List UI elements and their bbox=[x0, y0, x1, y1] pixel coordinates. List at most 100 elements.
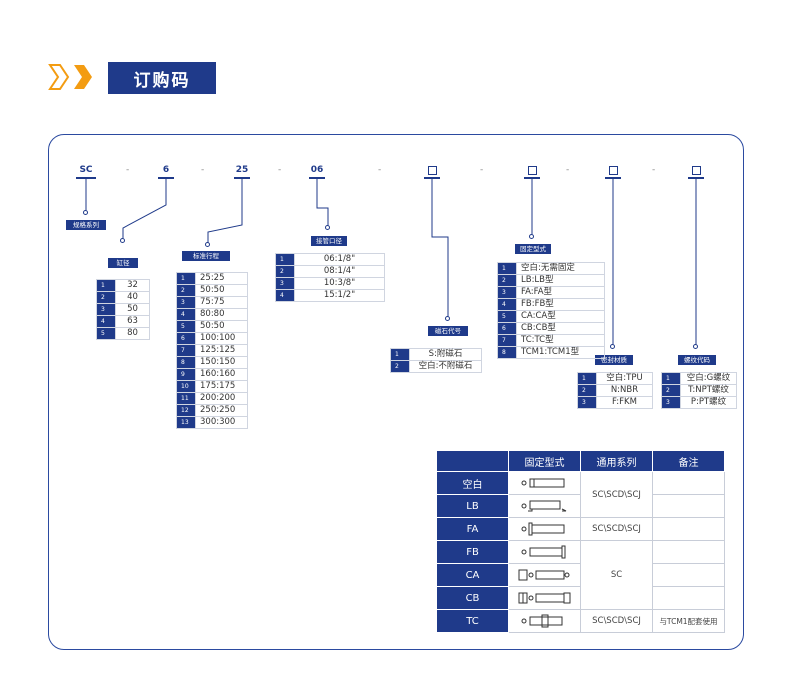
code-placeholder-magnet bbox=[428, 166, 437, 175]
option-number: 2 bbox=[275, 265, 295, 278]
option-number: 3 bbox=[275, 277, 295, 290]
option-number: 11 bbox=[176, 392, 196, 405]
note-cell bbox=[652, 494, 725, 518]
option-number: 1 bbox=[96, 279, 116, 292]
note-cell: 与TCM1配套使用 bbox=[652, 609, 725, 633]
option-value: 160:160 bbox=[195, 368, 248, 381]
table-row: FB SC bbox=[436, 540, 725, 610]
table-row: FA SC\SCD\SCJ bbox=[436, 517, 725, 541]
mount-diagram bbox=[508, 563, 581, 587]
option-value: 空白:不附磁石 bbox=[409, 360, 482, 373]
option-value: 50 bbox=[115, 303, 150, 316]
option-value: 80 bbox=[115, 327, 150, 340]
option-number: 3 bbox=[577, 396, 597, 409]
option-value: CB:CB型 bbox=[516, 322, 605, 335]
option-value: 150:150 bbox=[195, 356, 248, 369]
chevron-right-icon bbox=[48, 64, 70, 90]
option-number: 5 bbox=[497, 310, 517, 323]
code-separator: - bbox=[566, 165, 570, 175]
note-cell bbox=[652, 586, 725, 610]
option-value: 80:80 bbox=[195, 308, 248, 321]
code-separator: - bbox=[126, 165, 130, 175]
option-number: 1 bbox=[390, 348, 410, 361]
mount-label: FB bbox=[436, 540, 509, 564]
option-value: 40 bbox=[115, 291, 150, 304]
series-cell: SC\SCD\SCJ bbox=[580, 517, 653, 541]
note-cell bbox=[652, 471, 725, 495]
mount-label: 空白 bbox=[436, 471, 509, 495]
option-number: 1 bbox=[275, 253, 295, 266]
header-blank bbox=[436, 450, 509, 472]
mount-label: CA bbox=[436, 563, 509, 587]
option-value: 63 bbox=[115, 315, 150, 328]
code-port: 06 bbox=[310, 165, 324, 175]
code-separator: - bbox=[378, 165, 382, 175]
option-value: TC:TC型 bbox=[516, 334, 605, 347]
option-value: 200:200 bbox=[195, 392, 248, 405]
option-value: FB:FB型 bbox=[516, 298, 605, 311]
option-value: 08:1/4" bbox=[294, 265, 385, 278]
code-separator: - bbox=[652, 165, 656, 175]
option-number: 2 bbox=[661, 384, 681, 397]
label-thread: 螺纹代码 bbox=[678, 355, 716, 365]
option-number: 1 bbox=[176, 272, 196, 285]
option-value: F:FKM bbox=[596, 396, 653, 409]
table-row: 空白 SC\SCD\SCJ bbox=[436, 471, 725, 518]
table-row: CB bbox=[436, 586, 725, 610]
code-separator: - bbox=[480, 165, 484, 175]
note-cell bbox=[652, 563, 725, 587]
table-row: CA bbox=[436, 563, 725, 587]
mount-diagram bbox=[508, 471, 581, 495]
label-port: 接管口径 bbox=[311, 236, 347, 246]
option-value: LB:LB型 bbox=[516, 274, 605, 287]
table-row: TC SC\SCD\SCJ 与TCM1配套使用 bbox=[436, 609, 725, 633]
option-value: 300:300 bbox=[195, 416, 248, 429]
header-series: 通用系列 bbox=[580, 450, 653, 472]
option-value: S:附磁石 bbox=[409, 348, 482, 361]
option-number: 4 bbox=[96, 315, 116, 328]
option-number: 8 bbox=[497, 346, 517, 359]
mount-diagram bbox=[508, 540, 581, 564]
option-number: 13 bbox=[176, 416, 196, 429]
option-number: 2 bbox=[96, 291, 116, 304]
option-number: 2 bbox=[176, 284, 196, 297]
option-number: 5 bbox=[96, 327, 116, 340]
option-value: TCM1:TCM1型 bbox=[516, 346, 605, 359]
option-number: 1 bbox=[661, 372, 681, 385]
option-number: 3 bbox=[96, 303, 116, 316]
option-number: 5 bbox=[176, 320, 196, 333]
option-number: 8 bbox=[176, 356, 196, 369]
note-cell bbox=[652, 540, 725, 564]
option-value: 75:75 bbox=[195, 296, 248, 309]
mount-diagram bbox=[508, 494, 581, 518]
code-stroke: 25 bbox=[235, 165, 249, 175]
option-value: 50:50 bbox=[195, 320, 248, 333]
